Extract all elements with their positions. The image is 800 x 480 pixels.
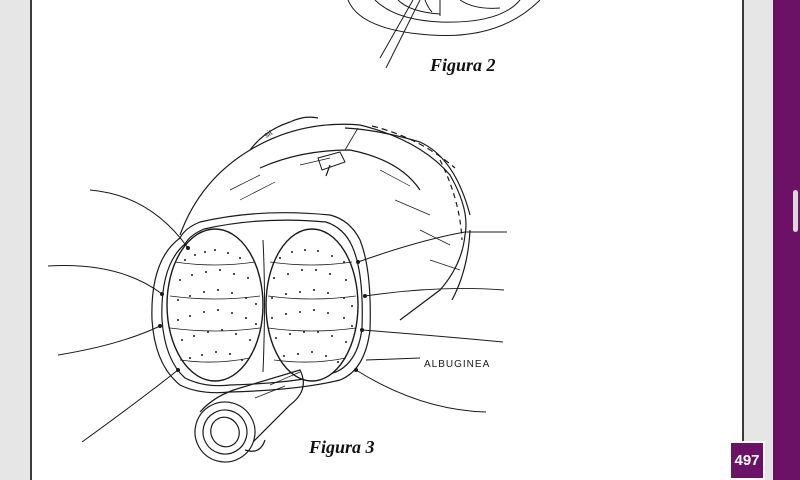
book-page [30,0,744,480]
figure-3-drawing [47,116,507,463]
figure-2-drawing [347,0,541,69]
scrollbar-thumb[interactable] [793,190,798,232]
figure-2-caption: Figura 2 [430,55,496,75]
page-number-badge: 497 [729,441,765,480]
figure-3-caption: Figura 3 [309,437,375,457]
accent-sidebar [773,0,800,480]
figure-3-label-albuginea: ALBUGINEA [424,359,490,370]
